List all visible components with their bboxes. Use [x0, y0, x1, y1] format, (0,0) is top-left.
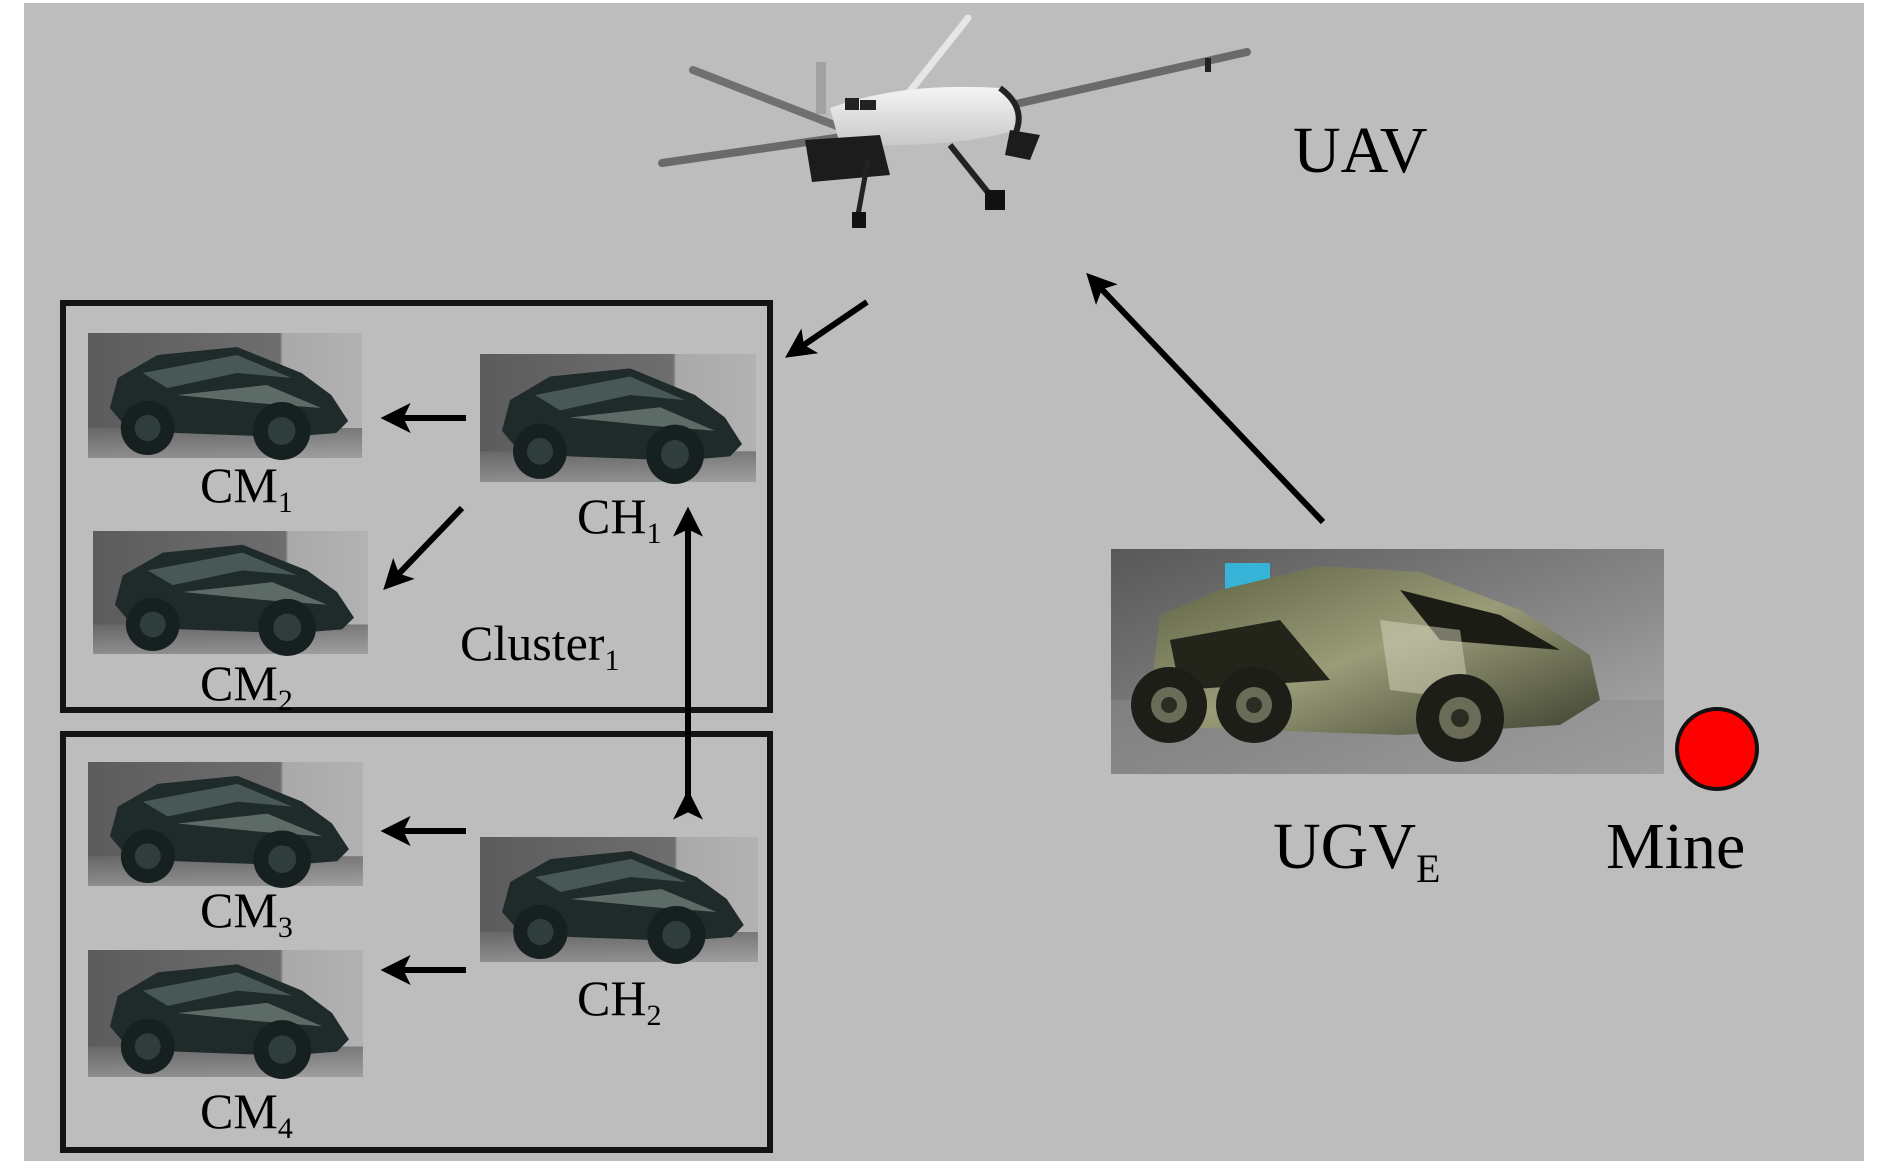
- mine-dot-icon: [1675, 707, 1759, 791]
- cm4-ugv-icon: [88, 950, 363, 1080]
- cm3-ugv-icon: [88, 762, 363, 888]
- ch1-ugv-icon: [480, 354, 756, 485]
- arrow-ugv-to-uav: [1086, 272, 1326, 525]
- cluster-1-box: [60, 300, 773, 713]
- cm2-label: CM2: [200, 655, 293, 717]
- cm1-label: CM1: [200, 457, 293, 519]
- enemy-ugv-label: UGVE: [1273, 810, 1440, 891]
- cm3-label: CM3: [200, 882, 293, 944]
- cluster-2-box: [60, 731, 773, 1153]
- mine-label: Mine: [1606, 810, 1745, 883]
- cm1-ugv-icon: [88, 333, 363, 460]
- ch2-label: CH2: [577, 970, 661, 1032]
- arrow-ch1-to-cm2: [383, 505, 465, 591]
- uav-label: UAV: [1293, 114, 1427, 187]
- cm2-ugv-icon: [93, 531, 368, 656]
- armored-ugv-icon: [1111, 549, 1664, 774]
- ch2-ugv-icon: [480, 837, 758, 964]
- ch1-label: CH1: [577, 488, 661, 550]
- arrow-uav-to-cluster1: [785, 299, 869, 358]
- cm4-label: CM4: [200, 1083, 293, 1145]
- cluster-1-label: Cluster1: [460, 615, 619, 677]
- uav-drone-icon: [658, 14, 1251, 228]
